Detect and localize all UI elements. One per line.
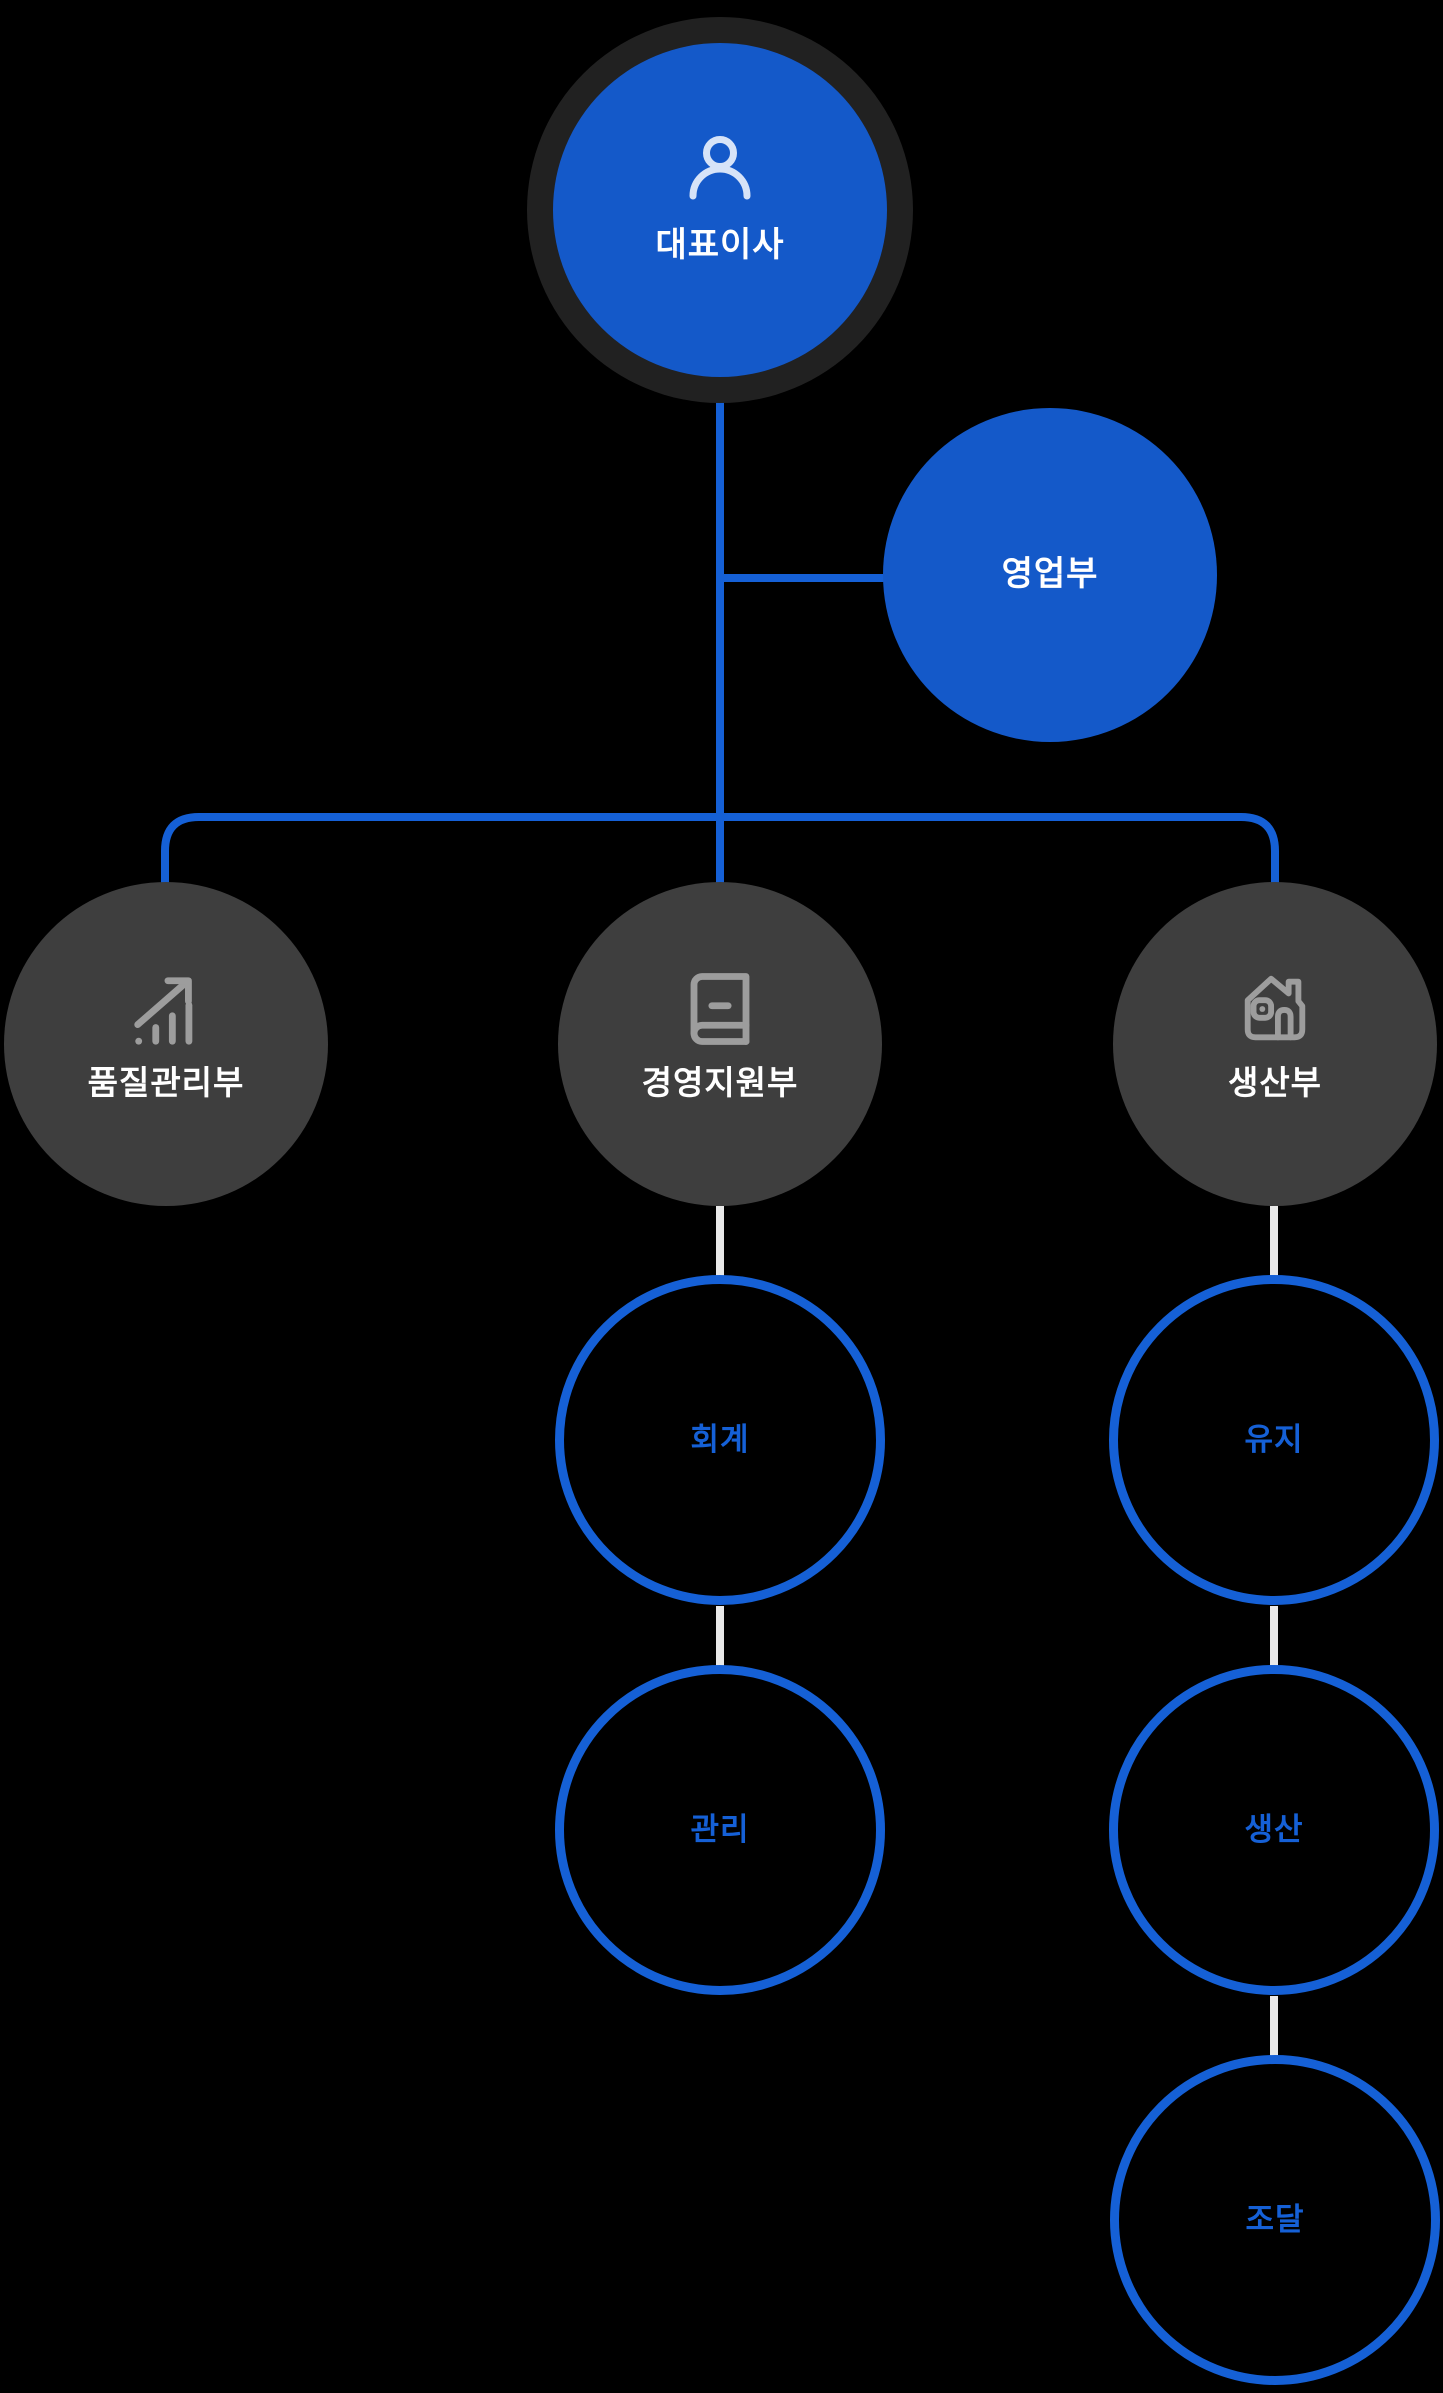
node-procurement-label: 조달 [1245,2202,1305,2238]
node-procurement[interactable]: 조달 [1110,2055,1440,2385]
node-ceo[interactable]: 대표이사 [553,43,887,377]
node-sales-dept[interactable]: 영업부 [883,408,1217,742]
node-ceo-content: 대표이사 [655,130,784,265]
node-quality-label: 품질관리부 [87,1064,245,1102]
node-production-content: 생산부 [1228,970,1322,1102]
node-management-support-dept[interactable]: 경영지원부 [558,882,882,1206]
chart-up-icon [134,977,193,1045]
book-icon [690,973,750,1045]
node-quality-control-dept[interactable]: 품질관리부 [4,882,328,1206]
node-support-content: 경영지원부 [642,970,799,1102]
node-production-team[interactable]: 생산 [1109,1665,1439,1995]
node-ceo-label: 대표이사 [655,226,785,265]
node-accounting[interactable]: 회계 [555,1275,885,1605]
node-sales-label: 영업부 [1001,555,1099,594]
node-production-label: 생산부 [1227,1064,1323,1102]
node-maintenance[interactable]: 유지 [1109,1275,1439,1605]
node-quality-content: 품질관리부 [88,970,245,1102]
house-icon [1244,975,1306,1041]
node-support-label: 경영지원부 [641,1064,799,1102]
node-management[interactable]: 관리 [555,1665,885,1995]
node-production-dept[interactable]: 생산부 [1113,882,1437,1206]
node-maintenance-label: 유지 [1244,1422,1304,1458]
node-production-team-label: 생산 [1244,1812,1304,1848]
node-accounting-label: 회계 [690,1422,750,1458]
person-icon [689,136,751,200]
node-management-label: 관리 [690,1812,750,1848]
